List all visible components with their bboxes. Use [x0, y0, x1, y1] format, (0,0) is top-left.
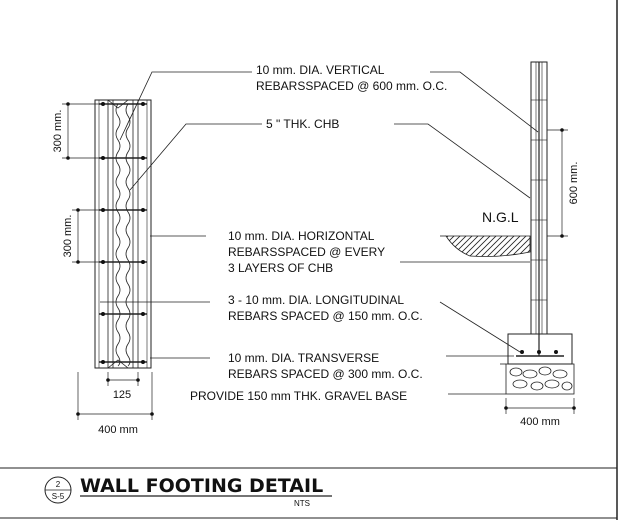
dim-600: 600 mm. [568, 162, 580, 205]
note-horizontal-line2: REBARSSPACED @ EVERY [228, 245, 385, 259]
note-vertical-line1: 10 mm. DIA. VERTICAL [256, 63, 385, 77]
detail-bubble: 2 S-5 [44, 476, 72, 504]
detail-scale: NTS [294, 499, 310, 508]
wall-section [445, 61, 575, 395]
dim-300-mid: 300 mm. [62, 215, 74, 258]
note-transverse-line1: 10 mm. DIA. TRANSVERSE [228, 351, 379, 365]
detail-title: WALL FOOTING DETAIL [80, 475, 323, 497]
wall-elevation [94, 99, 152, 369]
note-vertical-line2: REBARSSPACED @ 600 mm. O.C. [256, 79, 447, 93]
right-dimensions [504, 128, 576, 414]
sheet-number: S-5 [52, 492, 65, 501]
note-chb: 5 " THK. CHB [266, 117, 339, 131]
left-dimensions [62, 102, 154, 420]
leader-lines [100, 71, 539, 395]
ngl-label: N.G.L [482, 209, 519, 225]
note-transverse-line2: REBARS SPACED @ 300 mm. O.C. [228, 367, 423, 381]
dim-400-right: 400 mm [520, 416, 560, 428]
note-longitudinal-line2: REBARS SPACED @ 150 mm. O.C. [228, 309, 423, 323]
dim-300-top: 300 mm. [52, 110, 64, 153]
dim-400-left: 400 mm [98, 424, 138, 436]
note-longitudinal-line1: 3 - 10 mm. DIA. LONGITUDINAL [228, 293, 404, 307]
note-gravel: PROVIDE 150 mm THK. GRAVEL BASE [190, 389, 407, 403]
note-horizontal-line1: 10 mm. DIA. HORIZONTAL [228, 229, 375, 243]
dim-125: 125 [113, 389, 131, 401]
detail-number: 2 [56, 480, 61, 489]
note-horizontal-line3: 3 LAYERS OF CHB [228, 261, 333, 275]
